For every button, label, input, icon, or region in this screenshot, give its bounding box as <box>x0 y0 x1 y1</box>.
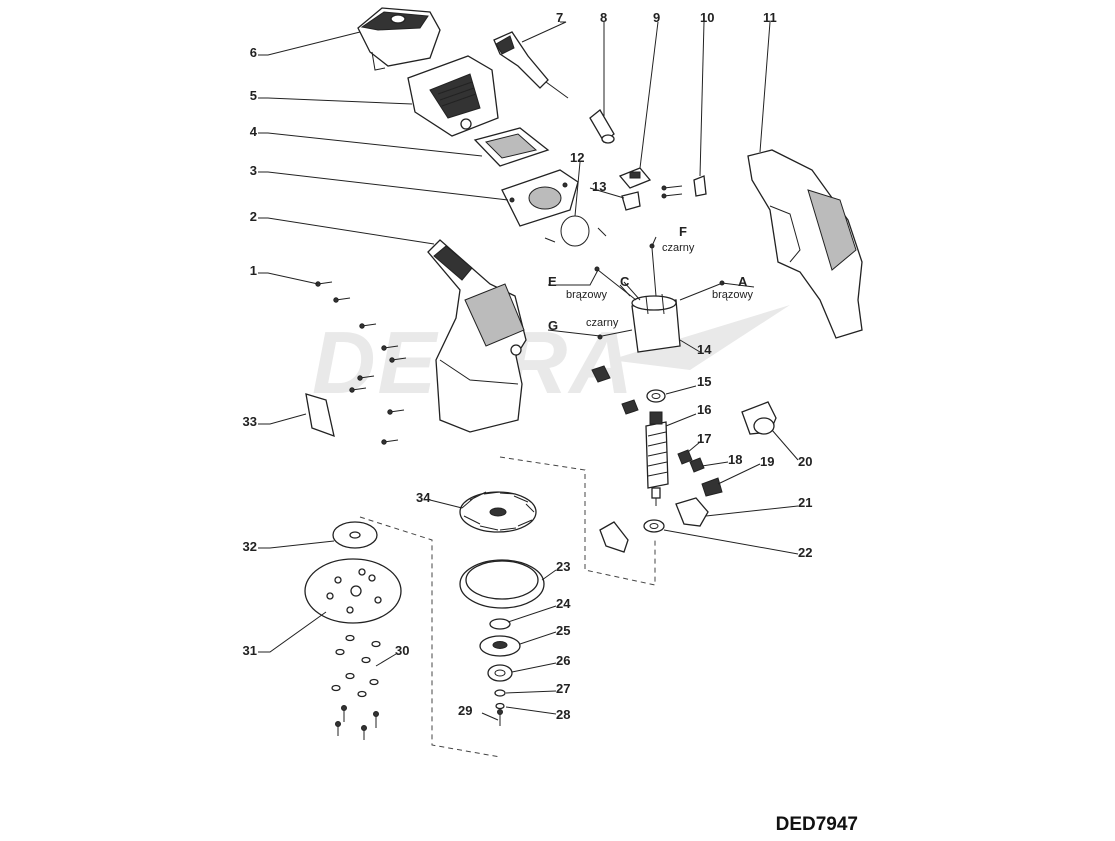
callout-24: 24 <box>556 596 571 611</box>
callout-29: 29 <box>458 703 472 718</box>
wire-e-letter: E <box>548 274 557 289</box>
callout-1: 1 <box>250 263 257 278</box>
wire-c-letter: C <box>620 274 630 289</box>
part-4-filter-frame <box>473 127 550 167</box>
part-1-screws <box>315 281 407 445</box>
part-18-brush <box>689 457 705 473</box>
part-30-screws <box>331 634 381 740</box>
callout-23: 23 <box>556 559 570 574</box>
callout-32: 32 <box>243 539 257 554</box>
callout-26: 26 <box>556 653 570 668</box>
part-21-brush-holder <box>675 497 709 527</box>
part-33-label <box>305 393 335 438</box>
wire-g-letter: G <box>548 318 558 333</box>
callout-7: 7 <box>556 10 563 25</box>
part-2-motor-housing <box>427 239 527 433</box>
part-29-screw <box>497 709 503 726</box>
callout-27: 27 <box>556 681 570 696</box>
part-25-counterweight <box>479 635 521 657</box>
callout-9: 9 <box>653 10 660 25</box>
part-10-clip <box>693 175 707 197</box>
callout-2: 2 <box>250 209 257 224</box>
part-5-filter-housing <box>407 55 499 137</box>
callout-19: 19 <box>760 454 774 469</box>
part-bearing-bracket <box>599 521 629 553</box>
part-7-cable-sleeve <box>493 31 569 99</box>
part-16-armature <box>645 411 669 506</box>
part-22-bearing <box>643 519 665 533</box>
callout-18: 18 <box>728 452 742 467</box>
part-24-washer <box>489 618 511 630</box>
part-11-housing-half <box>747 149 863 339</box>
part-6-dust-cover <box>357 7 441 71</box>
part-27-washer <box>494 689 506 697</box>
callout-11: 11 <box>763 10 777 25</box>
wire-f-color: czarny <box>662 242 695 254</box>
part-26-bearing <box>487 664 513 682</box>
callout-34: 34 <box>416 490 431 505</box>
callout-12: 12 <box>570 150 584 165</box>
part-14-stator <box>594 243 725 353</box>
part-17-brush <box>677 449 693 465</box>
assembly-guide-lines <box>359 456 656 758</box>
callout-numbers: 6 5 4 3 2 1 33 32 31 7 8 9 10 11 12 13 1… <box>243 10 813 722</box>
part-15-bearing <box>646 389 666 403</box>
part-32-pad-washer <box>332 521 378 549</box>
screws-switch-area <box>661 185 683 199</box>
part-31-sanding-pad <box>304 558 402 624</box>
callout-14: 14 <box>697 342 712 357</box>
part-20-fan-shroud <box>741 401 777 435</box>
wire-labels: E brązowy C F czarny A brązowy G czarny <box>548 224 753 333</box>
callout-22: 22 <box>798 545 812 560</box>
callout-13: 13 <box>592 179 606 194</box>
part-28-washer <box>495 702 505 710</box>
callout-15: 15 <box>697 374 711 389</box>
part-brush-holder-upper <box>591 365 639 415</box>
leader-lines <box>258 21 799 721</box>
callout-6: 6 <box>250 45 257 60</box>
part-13-switch-box <box>621 191 641 211</box>
wire-a-letter: A <box>738 274 748 289</box>
part-3-adaptor <box>501 169 579 227</box>
callout-30: 30 <box>395 643 409 658</box>
wire-g-color: czarny <box>586 317 619 329</box>
part-12-o-ring <box>544 215 607 247</box>
callout-20: 20 <box>798 454 812 469</box>
wire-f-letter: F <box>679 224 687 239</box>
part-23-skirt-ring <box>459 559 545 609</box>
callout-25: 25 <box>556 623 570 638</box>
model-code: DED7947 <box>776 814 858 835</box>
callout-31: 31 <box>243 643 257 658</box>
callout-5: 5 <box>250 88 257 103</box>
callout-33: 33 <box>243 414 257 429</box>
wire-a-color: brązowy <box>712 289 753 301</box>
callout-8: 8 <box>600 10 607 25</box>
callout-17: 17 <box>697 431 711 446</box>
callout-28: 28 <box>556 707 570 722</box>
part-9-switch <box>618 167 652 189</box>
part-19-brush-cap <box>701 477 723 497</box>
callout-10: 10 <box>700 10 714 25</box>
callout-4: 4 <box>250 124 258 139</box>
part-8-tube <box>589 109 615 144</box>
callout-16: 16 <box>697 402 711 417</box>
wire-e-color: brązowy <box>566 289 607 301</box>
callout-21: 21 <box>798 495 812 510</box>
callout-3: 3 <box>250 163 257 178</box>
part-34-fan <box>459 491 537 533</box>
